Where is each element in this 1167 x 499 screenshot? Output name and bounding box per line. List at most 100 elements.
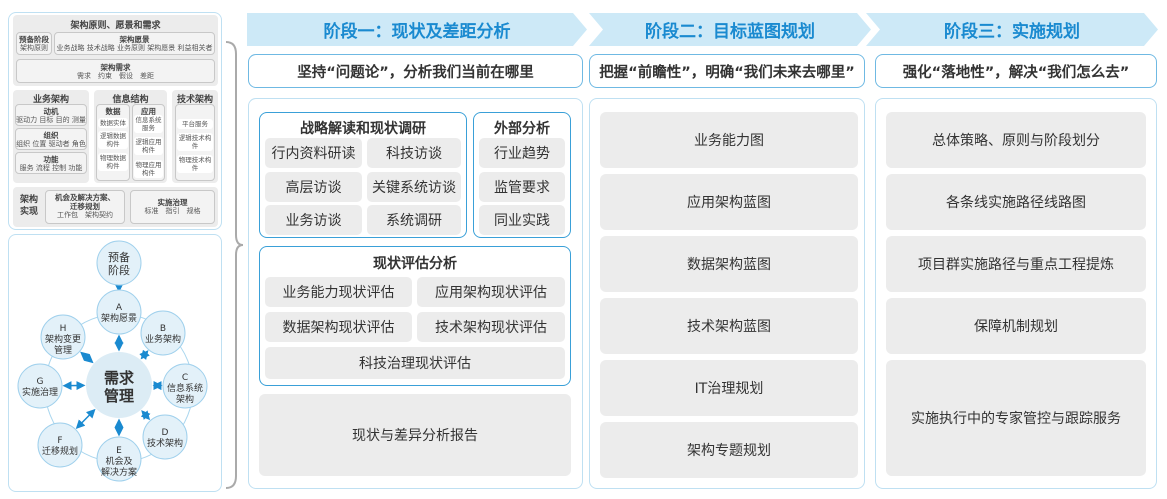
external-title: 外部分析 bbox=[494, 121, 550, 137]
opportunity-title: 机会及解决方案、迁移规划 bbox=[55, 193, 115, 211]
stage-3-item: 总体策略、原则与阶段划分 bbox=[886, 112, 1146, 168]
governance-items: 标准 指引 规格 bbox=[144, 207, 201, 215]
requirements-box: 架构需求需求 约束 假设 差距 bbox=[16, 59, 215, 83]
principles-title: 架构原则、愿景和需求 bbox=[70, 21, 161, 31]
bidirectional-arrow-icon bbox=[75, 408, 96, 429]
business-group: 动机驱动力 目标 目的 测量 bbox=[15, 104, 87, 126]
phase-letter: A bbox=[116, 303, 123, 313]
assessment-item: 技术架构现状评估 bbox=[417, 312, 565, 342]
phase-line: 迁移规划 bbox=[42, 445, 78, 457]
phase-line: 信息系统 bbox=[167, 382, 203, 394]
data-title: 数据 bbox=[105, 107, 121, 116]
phase-letter: C bbox=[182, 373, 188, 383]
phase-node-a bbox=[96, 289, 142, 335]
phase-node-c bbox=[162, 363, 208, 409]
prelim-line: 阶段 bbox=[108, 263, 130, 277]
svg-text:需求管理: 需求管理 bbox=[104, 369, 135, 405]
vision-box: 架构愿景业务战略 技术战略 业务原则 架构愿景 利益相关者 bbox=[54, 32, 215, 55]
group-items: 服务 流程 控制 功能 bbox=[19, 164, 83, 172]
phase-line: 架构变更 bbox=[45, 333, 81, 345]
phase-line: 实施治理 bbox=[22, 386, 58, 398]
tech-title: 技术架构 bbox=[176, 95, 213, 105]
external-item: 同业实践 bbox=[479, 205, 565, 235]
research-item: 业务访谈 bbox=[265, 205, 362, 235]
app-item: 物理应用构件 bbox=[134, 160, 163, 178]
tech-item: 平台服务 bbox=[177, 119, 213, 129]
phase-line: 架构愿景 bbox=[101, 312, 137, 324]
bidirectional-arrow-icon bbox=[139, 349, 150, 360]
external-item: 监管要求 bbox=[479, 172, 565, 202]
impl-title: 架构实现 bbox=[19, 195, 38, 217]
phase-letter: H bbox=[60, 324, 67, 334]
prelim-items: 架构原则 bbox=[20, 44, 48, 52]
stage-3-item: 保障机制规划 bbox=[886, 298, 1146, 354]
app-title: 应用 bbox=[141, 107, 156, 116]
stage-3-item: 各条线实施路径线路图 bbox=[886, 174, 1146, 230]
phase-letter: F bbox=[57, 436, 62, 446]
stage-2-item: 数据架构蓝图 bbox=[600, 236, 858, 292]
stage-3-header: 阶段三：实施规划 bbox=[866, 13, 1158, 46]
stage-2-item: IT治理规划 bbox=[600, 360, 858, 416]
stage-2-motto: 把握“前瞻性”，明确“我们未来去哪里” bbox=[589, 54, 865, 88]
governance-box: 实施治理标准 指引 规格 bbox=[130, 190, 215, 224]
business-group: 组织组织 位置 驱动者 角色 bbox=[15, 128, 87, 150]
vision-items: 业务战略 技术战略 业务原则 架构愿景 利益相关者 bbox=[56, 44, 213, 52]
business-group: 功能服务 流程 控制 功能 bbox=[15, 152, 87, 174]
bidirectional-arrow-icon bbox=[80, 351, 94, 364]
stage-2-header: 阶段二：目标蓝图规划 bbox=[589, 13, 871, 46]
external-item: 行业趋势 bbox=[479, 138, 565, 168]
prelim-node bbox=[96, 240, 142, 286]
requirements-title: 架构需求 bbox=[100, 63, 131, 72]
info-title: 信息结构 bbox=[112, 95, 149, 105]
bidirectional-arrow-icon bbox=[140, 410, 151, 421]
governance-title: 实施治理 bbox=[157, 198, 188, 207]
business-title: 业务架构 bbox=[32, 95, 69, 105]
phase-node-h bbox=[40, 314, 86, 360]
report-item: 现状与差异分析报告 bbox=[259, 394, 571, 476]
assessment-item: 数据架构现状评估 bbox=[265, 312, 412, 342]
stage-3-item: 项目群实施路径与重点工程提炼 bbox=[886, 236, 1146, 292]
opportunity-box: 机会及解决方案、迁移规划工作包 架构契约 bbox=[45, 190, 125, 224]
prelim-box: 预备阶段架构原则 bbox=[16, 32, 52, 55]
phase-line: 架构 bbox=[176, 393, 194, 405]
app-item: 逻辑应用构件 bbox=[134, 137, 163, 155]
data-item: 逻辑数据构件 bbox=[98, 131, 128, 149]
prelim-line: 预备 bbox=[108, 250, 130, 264]
phase-node-e bbox=[96, 436, 142, 482]
assessment-title: 现状评估分析 bbox=[373, 256, 457, 272]
center-line: 管理 bbox=[104, 387, 134, 405]
group-title: 动机 bbox=[43, 107, 59, 116]
prelim-label: 预备阶段 bbox=[108, 250, 130, 277]
stage-2-item: 业务能力图 bbox=[600, 112, 858, 168]
phase-node-g bbox=[17, 363, 63, 409]
app-item: 信息系统服务 bbox=[134, 115, 163, 133]
data-item: 数据实体 bbox=[98, 118, 128, 128]
phase-node-f bbox=[37, 422, 83, 468]
requirements-items: 需求 约束 假设 差距 bbox=[77, 72, 154, 80]
stage-1-motto: 坚持“问题论”，分析我们当前在哪里 bbox=[248, 54, 583, 88]
phase-line: 机会及 bbox=[105, 455, 132, 467]
research-item: 科技访谈 bbox=[367, 138, 461, 168]
vision-title: 架构愿景 bbox=[119, 35, 150, 44]
tech-item: 物理技术构件 bbox=[177, 155, 213, 173]
center-line: 需求 bbox=[104, 369, 135, 387]
group-items: 组织 位置 驱动者 角色 bbox=[16, 140, 86, 148]
group-items: 驱动力 目标 目的 测量 bbox=[16, 116, 86, 124]
phase-node-d bbox=[142, 414, 188, 460]
phase-line: 技术架构 bbox=[147, 437, 183, 449]
assessment-item: 应用架构现状评估 bbox=[417, 277, 565, 307]
group-title: 功能 bbox=[43, 155, 59, 164]
research-item: 高层访谈 bbox=[265, 172, 362, 202]
research-item: 关键系统访谈 bbox=[367, 172, 461, 202]
stage-1-header: 阶段一：现状及差距分析 bbox=[247, 13, 587, 46]
phase-letter: D bbox=[162, 428, 169, 438]
research-item: 行内资料研读 bbox=[265, 138, 362, 168]
assessment-item: 科技治理现状评估 bbox=[265, 347, 565, 379]
